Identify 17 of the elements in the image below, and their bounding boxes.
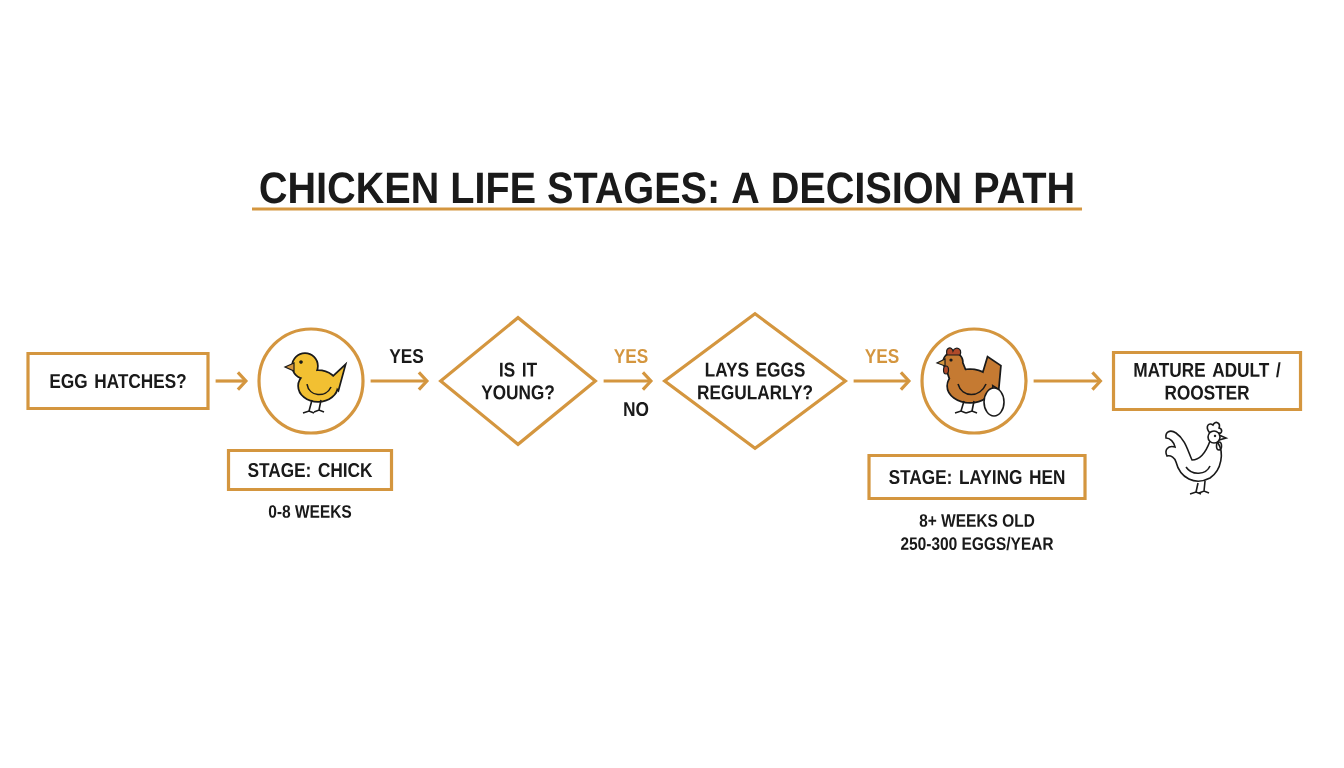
- edge-label: YES: [387, 347, 426, 365]
- stage-note: 0-8 WEEKS: [268, 505, 352, 518]
- arrow: [215, 371, 249, 391]
- arrow: [853, 371, 912, 391]
- arrow: [370, 371, 430, 391]
- result-box: MATURE ADULT / ROOSTER: [1111, 350, 1303, 412]
- edge-label: YES: [863, 347, 901, 365]
- stage-label-box: STAGE: CHICK: [226, 448, 394, 492]
- arrow: [1033, 371, 1103, 391]
- stage-note: 250-300 EGGS/YEAR: [901, 536, 1054, 551]
- edge-label: YES: [612, 347, 650, 365]
- title: CHICKEN LIFE STAGES: A DECISION PATH: [260, 172, 1073, 204]
- stage-label-box: STAGE: LAYING HEN: [867, 453, 1087, 501]
- question-box: EGG HATCHES?: [26, 351, 210, 411]
- stage-note: 8+ WEEKS OLD: [919, 514, 1035, 527]
- arrow: [603, 371, 654, 391]
- branch-label: NO: [624, 401, 649, 417]
